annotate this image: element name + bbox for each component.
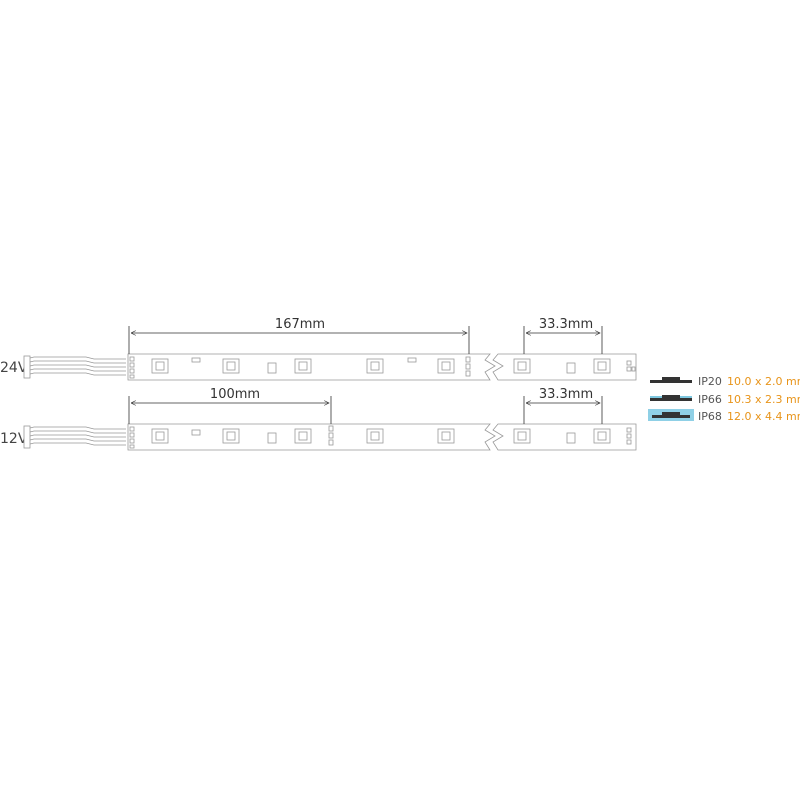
strip-12v: 12V — [0, 387, 637, 451]
strip-body-24v-end — [492, 353, 637, 381]
strip-body-12v — [127, 423, 496, 451]
voltage-label-12v: 12V — [0, 431, 28, 447]
led-24v-2 — [222, 358, 240, 374]
profile-ip20: IP20 10.0 x 2.0 mm — [650, 375, 800, 388]
cut-pads-24v — [465, 356, 471, 377]
resistor-24v-3 — [407, 357, 417, 363]
led-24v-1 — [151, 358, 169, 374]
led-24v-7 — [593, 358, 611, 374]
ip-legend: IP20 10.0 x 2.0 mm IP66 10.3 x 2.3 mm IP… — [648, 375, 800, 423]
profile-ip66-icon — [650, 395, 692, 401]
led-24v-4 — [366, 358, 384, 374]
cut-pads-12v — [328, 425, 334, 446]
resistor-12v-1 — [191, 429, 201, 436]
dimension-24v-pitch: 33.3mm — [523, 317, 603, 354]
resistor-24v-2 — [267, 362, 277, 374]
profile-ip20-icon — [650, 377, 692, 383]
solder-pads-12v-start — [129, 426, 135, 449]
ip66-size: 10.3 x 2.3 mm — [727, 393, 800, 406]
led-12v-2 — [222, 428, 240, 444]
led-12v-7 — [593, 428, 611, 444]
wire-bundle-24v — [23, 355, 126, 379]
wire-bundle-12v — [23, 425, 126, 449]
led-24v-5 — [437, 358, 455, 374]
led-12v-1 — [151, 428, 169, 444]
ip20-rating: IP20 — [698, 375, 722, 388]
dimension-24v-segment: 167mm — [128, 317, 470, 354]
dimension-12v-pitch: 33.3mm — [523, 387, 603, 424]
solder-pads-24v-start — [129, 356, 135, 379]
voltage-label-24v: 24V — [0, 360, 28, 376]
dimension-12v-segment: 100mm — [128, 387, 332, 424]
solder-pads-12v-end — [626, 427, 632, 445]
resistor-12v-3 — [566, 432, 576, 444]
led-24v-3 — [294, 358, 312, 374]
resistor-24v-4 — [566, 362, 576, 374]
dimension-label-167mm: 167mm — [275, 317, 325, 332]
led-12v-6 — [513, 428, 531, 444]
ip66-rating: IP66 — [698, 393, 722, 406]
dimension-label-33mm-24v: 33.3mm — [539, 317, 593, 332]
solder-pads-24v-end — [626, 360, 636, 372]
strip-body-12v-end — [492, 423, 637, 451]
profile-ip66: IP66 10.3 x 2.3 mm — [650, 393, 800, 406]
led-24v-6 — [513, 358, 531, 374]
ip68-rating: IP68 — [698, 410, 722, 423]
led-12v-3 — [294, 428, 312, 444]
dimension-label-33mm-12v: 33.3mm — [539, 387, 593, 402]
led-12v-5 — [437, 428, 455, 444]
resistor-24v-1 — [191, 357, 201, 363]
led-12v-4 — [366, 428, 384, 444]
strip-body-24v — [127, 353, 496, 381]
strip-24v: 24V — [0, 317, 637, 381]
resistor-12v-2 — [267, 432, 277, 444]
ip68-size: 12.0 x 4.4 mm — [727, 410, 800, 423]
ip20-size: 10.0 x 2.0 mm — [727, 375, 800, 388]
profile-ip68-icon — [648, 409, 694, 421]
dimension-label-100mm: 100mm — [210, 387, 260, 402]
profile-ip68: IP68 12.0 x 4.4 mm — [648, 409, 800, 423]
